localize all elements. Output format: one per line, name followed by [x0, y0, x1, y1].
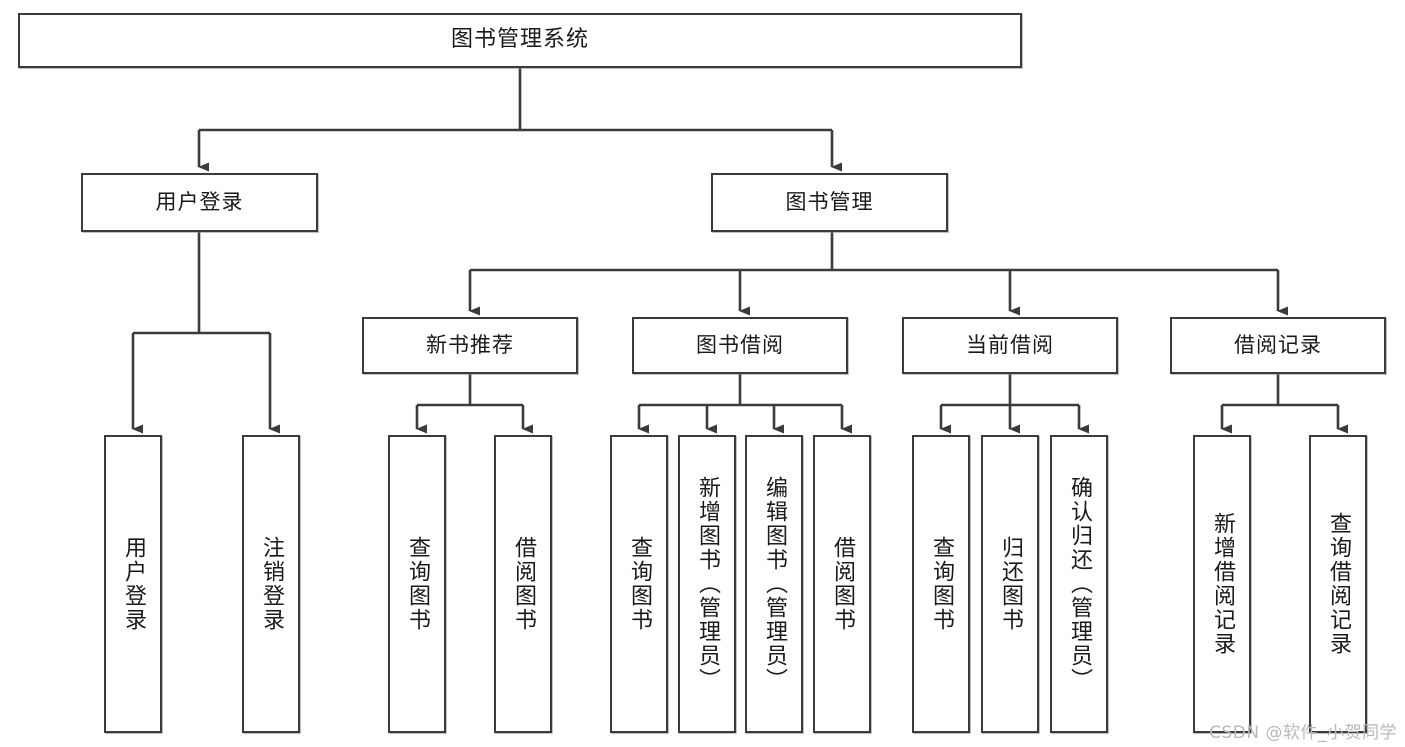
leaf-query-borrow-record[interactable]: 查询借阅记录 [1309, 435, 1367, 733]
node-label: 用户登录 [120, 536, 146, 632]
node-book-management[interactable]: 图书管理 [711, 173, 948, 232]
leaf-logout[interactable]: 注销登录 [242, 435, 300, 733]
node-label: 用户登录 [155, 189, 244, 214]
node-label: 确认归还（管理员） [1066, 476, 1092, 692]
node-label: 新书推荐 [426, 332, 514, 357]
leaf-query-book-current[interactable]: 查询图书 [912, 435, 970, 733]
node-label: 查询图书 [928, 536, 954, 632]
node-current-borrowing[interactable]: 当前借阅 [902, 317, 1118, 374]
leaf-add-borrow-record[interactable]: 新增借阅记录 [1193, 435, 1251, 733]
node-label: 查询图书 [404, 536, 430, 632]
node-label: 借阅图书 [510, 536, 536, 632]
node-root-book-management-system[interactable]: 图书管理系统 [18, 13, 1022, 68]
node-label: 图书借阅 [696, 332, 784, 357]
node-label: 新增借阅记录 [1209, 512, 1235, 656]
node-label: 图书管理 [785, 189, 874, 214]
leaf-borrow-book[interactable]: 借阅图书 [813, 435, 871, 733]
watermark: CSDN @软件_小贺同学 [1209, 723, 1397, 743]
leaf-query-book-newbook[interactable]: 查询图书 [388, 435, 446, 733]
node-borrowing-record[interactable]: 借阅记录 [1170, 317, 1386, 374]
node-new-book-recommendation[interactable]: 新书推荐 [362, 317, 578, 374]
leaf-user-login[interactable]: 用户登录 [104, 435, 162, 733]
node-label: 新增图书（管理员） [694, 476, 720, 692]
node-label: 当前借阅 [966, 332, 1054, 357]
node-label: 借阅记录 [1234, 332, 1322, 357]
leaf-confirm-return-admin[interactable]: 确认归还（管理员） [1050, 435, 1108, 733]
node-label: 借阅图书 [829, 536, 855, 632]
leaf-borrow-book-newbook[interactable]: 借阅图书 [494, 435, 552, 733]
leaf-add-book-admin[interactable]: 新增图书（管理员） [678, 435, 736, 733]
node-label: 编辑图书（管理员） [761, 476, 787, 692]
node-book-borrowing[interactable]: 图书借阅 [632, 317, 848, 374]
node-label: 查询借阅记录 [1325, 512, 1351, 656]
node-label: 图书管理系统 [450, 27, 589, 53]
leaf-query-book-borrow[interactable]: 查询图书 [610, 435, 668, 733]
node-user-login[interactable]: 用户登录 [81, 173, 318, 232]
leaf-edit-book-admin[interactable]: 编辑图书（管理员） [745, 435, 803, 733]
node-label: 归还图书 [997, 536, 1023, 632]
node-label: 查询图书 [626, 536, 652, 632]
leaf-return-book[interactable]: 归还图书 [981, 435, 1039, 733]
node-label: 注销登录 [258, 536, 284, 632]
